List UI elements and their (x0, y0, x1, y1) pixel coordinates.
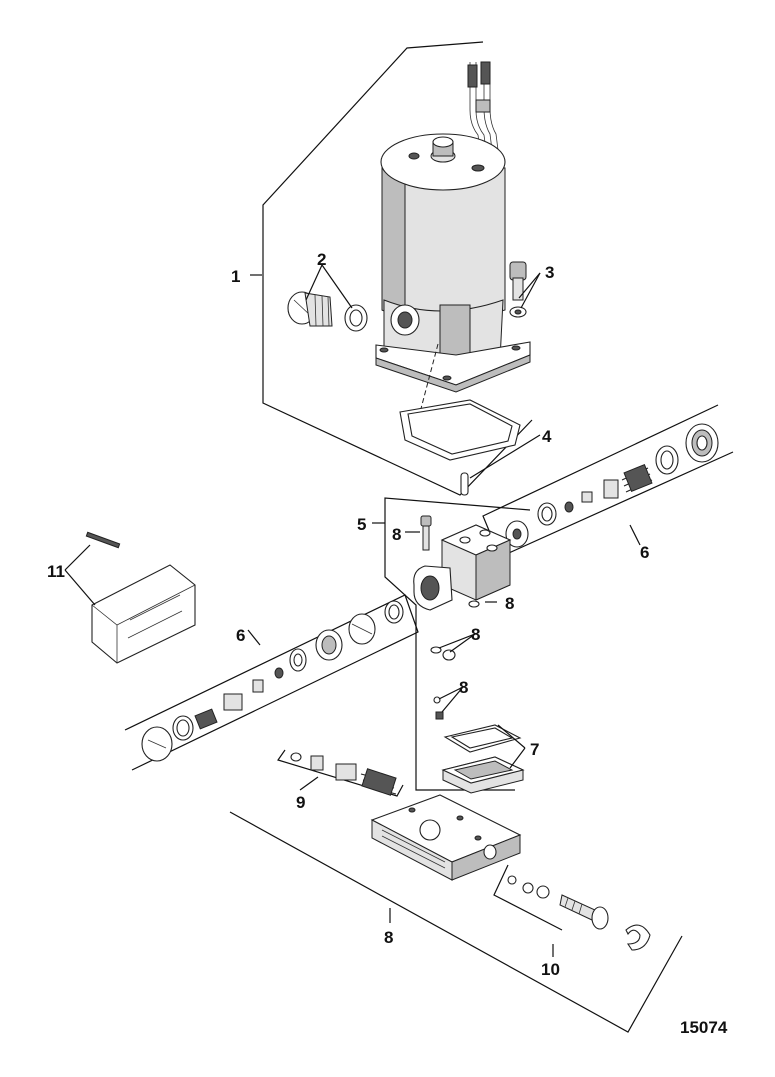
valve-parts-lower (141, 600, 404, 762)
callout-8-ring: 8 (505, 594, 514, 613)
callout-1: 1 (231, 267, 240, 286)
pump-motor (375, 61, 531, 393)
small-check-parts (430, 646, 456, 720)
fill-plug-and-washer (287, 291, 368, 332)
bracket-group-1 (262, 41, 533, 496)
callout-6-upper: 6 (640, 543, 649, 562)
gasket-and-dowel-pin (399, 343, 521, 496)
bracket-group-10 (493, 864, 563, 931)
callout-8-bolt: 8 (392, 525, 401, 544)
callout-4: 4 (542, 427, 552, 446)
seal-and-cover (441, 724, 525, 794)
figure-number: 15074 (680, 1018, 728, 1037)
valve-parts-upper (505, 423, 719, 548)
callout-2: 2 (317, 250, 326, 269)
screw-and-washer (509, 261, 527, 318)
callout-10: 10 (541, 960, 560, 979)
callout-6-lower: 6 (236, 626, 245, 645)
instruction-decal (85, 531, 196, 664)
callout-7: 7 (530, 740, 539, 759)
callout-labels: 1 2 3 4 5 8 6 8 8 8 7 6 11 9 8 10 15074 (47, 250, 728, 1037)
callout-11: 11 (47, 562, 65, 581)
relief-valve-parts (290, 752, 397, 796)
manifold (370, 794, 522, 881)
callout-8-manifold: 8 (384, 928, 393, 947)
bracket-group-8 (229, 811, 683, 1033)
valve-body (413, 515, 512, 611)
callout-5: 5 (357, 515, 366, 534)
callout-8-ball: 8 (459, 678, 468, 697)
leader-lines (64, 264, 641, 957)
callout-3: 3 (545, 263, 554, 282)
bracket-group-6-lower (124, 594, 419, 771)
bracket-group-5 (384, 497, 531, 791)
callout-8-seats: 8 (471, 625, 480, 644)
callout-9: 9 (296, 793, 305, 812)
manual-release-valve (507, 875, 651, 951)
